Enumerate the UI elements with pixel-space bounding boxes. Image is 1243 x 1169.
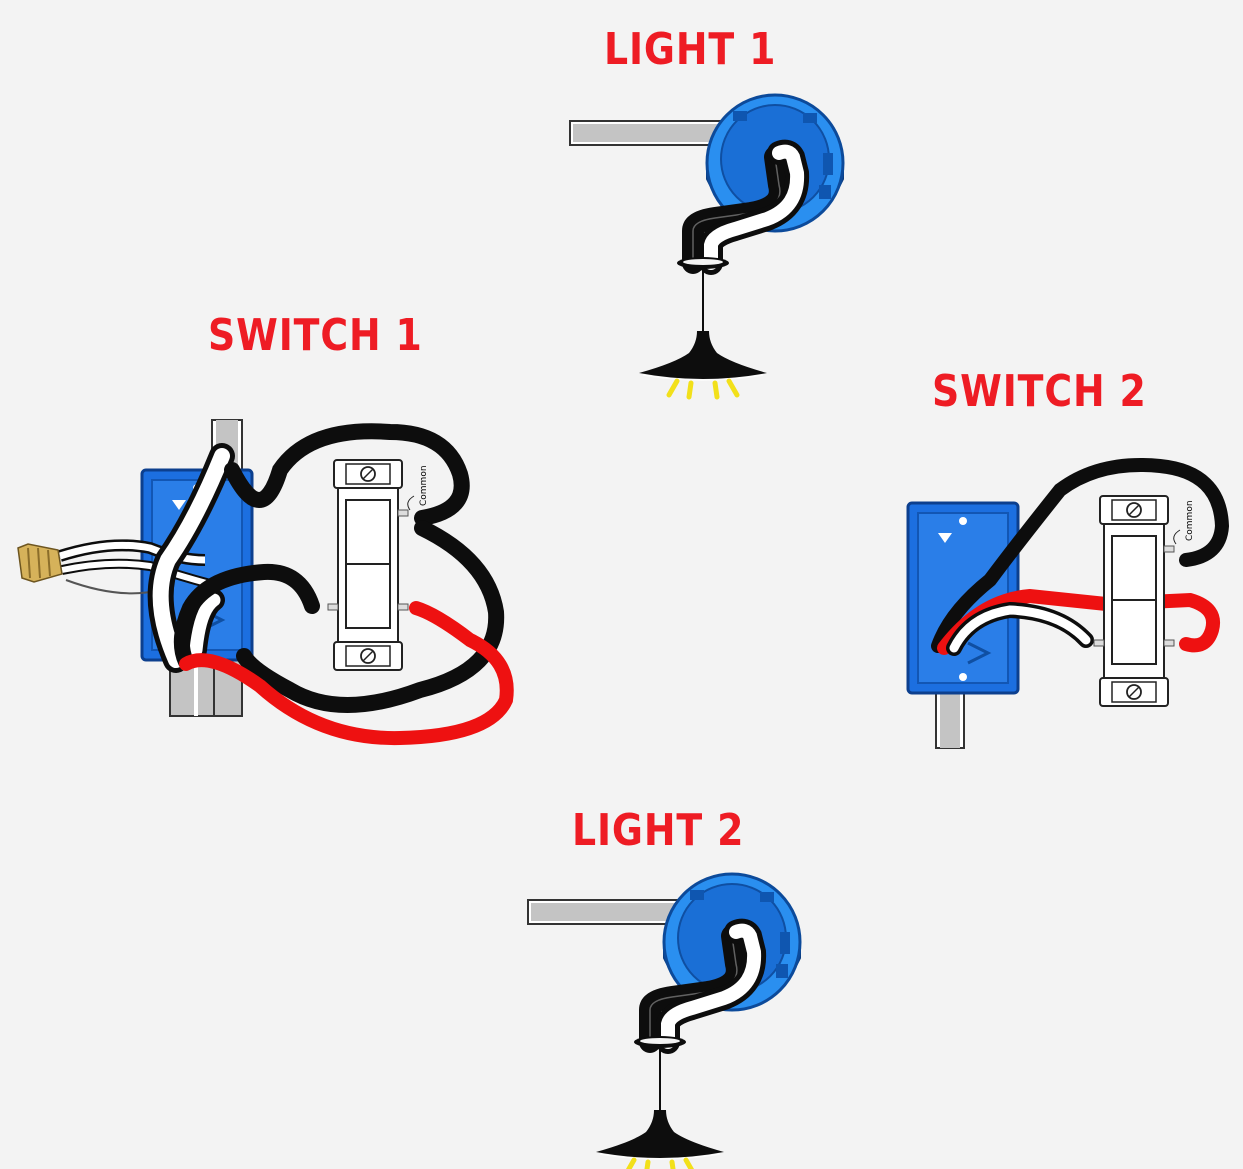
- conduit-light-2: [527, 899, 689, 925]
- brass-connector: [17, 543, 63, 583]
- switch-2-device: [1093, 495, 1175, 707]
- switch-1-device: [327, 459, 409, 671]
- switch-2-black-wire: [931, 458, 1230, 653]
- switch-2-common-label: Common: [1185, 500, 1195, 541]
- conduit-light-1: [569, 120, 731, 146]
- switch-2-label: SWITCH 2: [932, 366, 1147, 417]
- switch-1-common-label: Common: [419, 465, 429, 506]
- light-1-label: LIGHT 1: [604, 24, 777, 75]
- switch-1-black-wires: [173, 423, 505, 713]
- switch-1-white-wires: [147, 443, 235, 673]
- switch-1-label: SWITCH 1: [208, 310, 423, 361]
- light-2-label: LIGHT 2: [572, 805, 745, 856]
- switch-1-red-wire: [179, 601, 514, 746]
- switch-2-white-wire: [949, 605, 1091, 653]
- conduit-switch-2: [935, 689, 965, 749]
